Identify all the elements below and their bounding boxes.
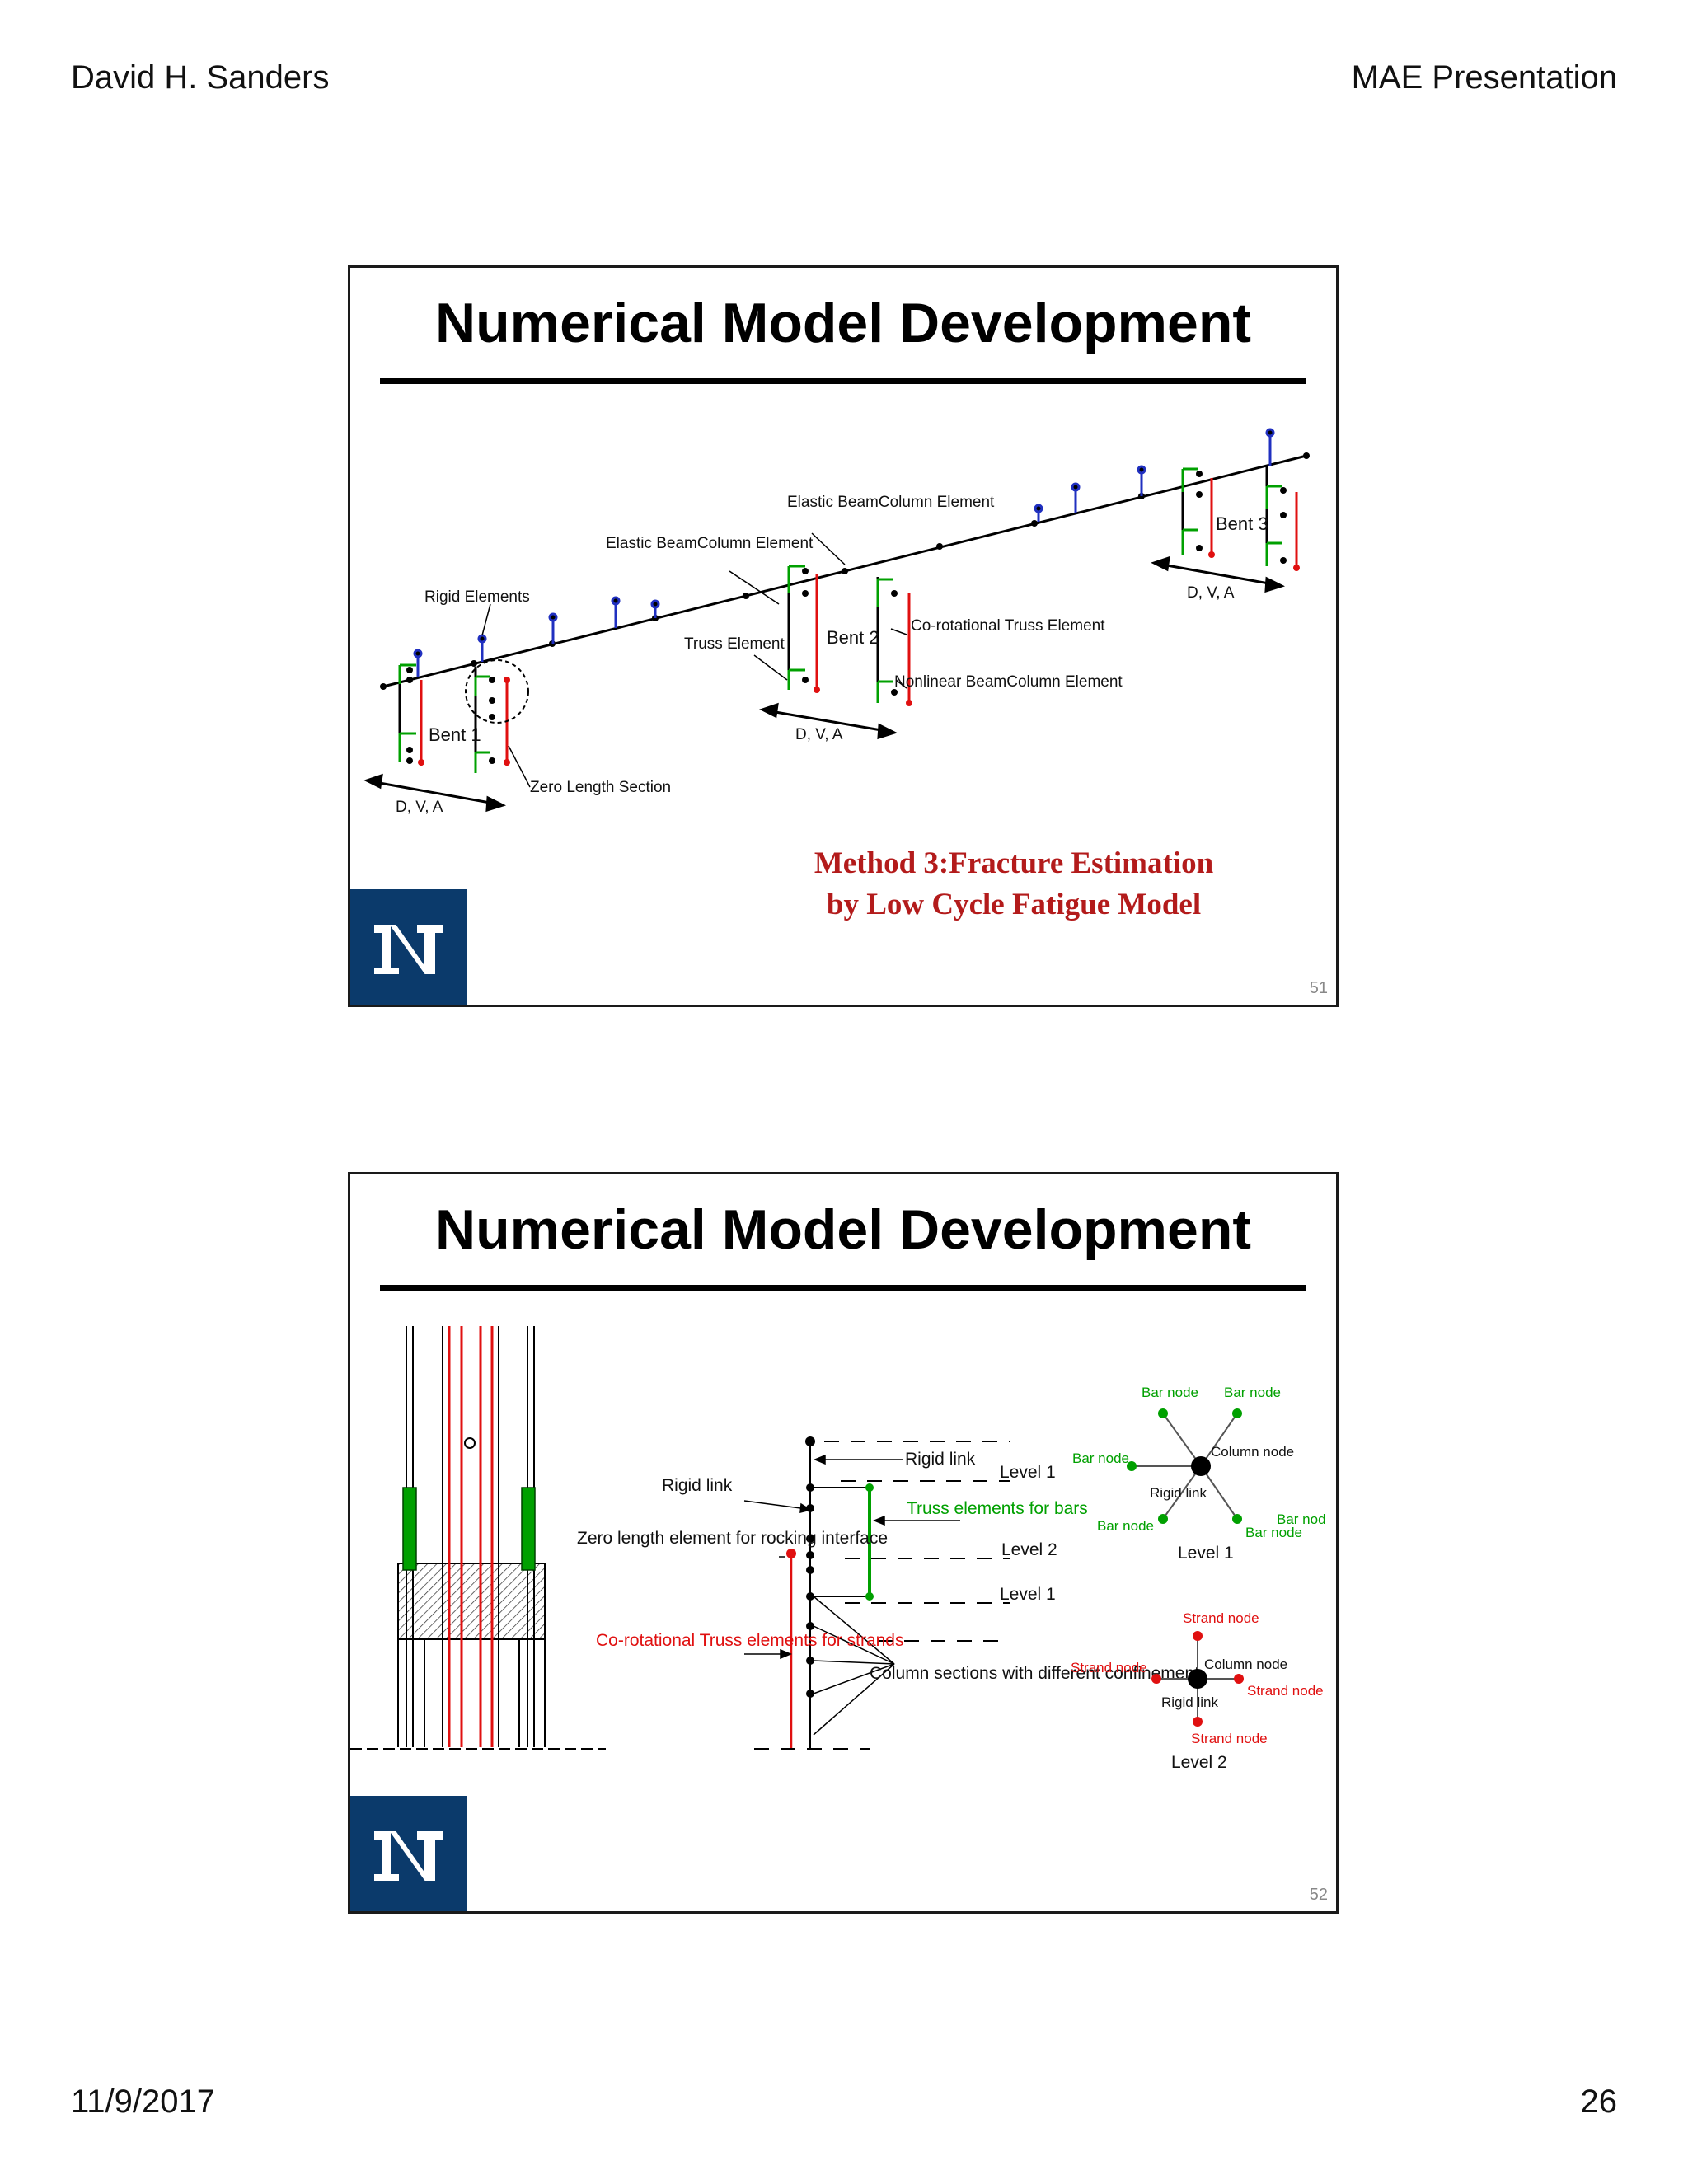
svg-text:Rigid link: Rigid link xyxy=(1150,1485,1207,1501)
footer-page-number: 26 xyxy=(1580,2083,1618,2120)
label-dva-2: D, V, A xyxy=(795,726,843,743)
svg-text:Bar node: Bar node xyxy=(1142,1385,1198,1400)
svg-text:Strand node: Strand node xyxy=(1247,1683,1324,1699)
svg-text:Column sections with different: Column sections with different confineme… xyxy=(870,1664,1199,1683)
column-model-diagram: Rigid link Rigid link Zero length elemen… xyxy=(350,1326,1326,1772)
svg-text:Bar node: Bar node xyxy=(1245,1525,1302,1540)
svg-text:Level 2: Level 2 xyxy=(1001,1540,1057,1559)
svg-text:Level 1: Level 1 xyxy=(1178,1544,1234,1563)
label-truss-element: Truss Element xyxy=(684,635,785,653)
label-bar-node-3: Bar node xyxy=(1072,1451,1129,1466)
label-nonlinear: Nonlinear BeamColumn Element xyxy=(894,673,1123,691)
header-title: MAE Presentation xyxy=(1351,59,1617,96)
university-logo xyxy=(350,889,467,1005)
label-column-node-2: Column node xyxy=(1204,1657,1287,1672)
label-strand-node-4: Strand node xyxy=(1191,1731,1268,1746)
label-strand-node-1: Strand node xyxy=(1183,1610,1259,1626)
svg-text:Bar node: Bar node xyxy=(1224,1385,1281,1400)
svg-text:Rigid link: Rigid link xyxy=(662,1476,733,1495)
svg-text:Rigid Elements: Rigid Elements xyxy=(424,588,530,606)
label-truss-elements: Truss elements for bars xyxy=(907,1499,1088,1518)
label-rigid-link-1: Rigid link xyxy=(1150,1485,1207,1501)
svg-text:Elastic BeamColumn Element: Elastic BeamColumn Element xyxy=(606,535,814,552)
svg-text:Rigid link: Rigid link xyxy=(905,1450,976,1469)
slide-52: Numerical Model Development xyxy=(348,1172,1339,1914)
footer-date: 11/9/2017 xyxy=(71,2083,215,2120)
label-column-node-1: Column node xyxy=(1211,1444,1294,1460)
label-bar-node-2: Bar node xyxy=(1224,1385,1281,1400)
label-rigid-link-2: Rigid link xyxy=(1161,1694,1218,1710)
label-strand-node-2: Strand node xyxy=(1071,1660,1147,1675)
label-column-sections: Column sections with different confineme… xyxy=(870,1664,1199,1683)
svg-text:D, V, A: D, V, A xyxy=(795,726,843,743)
svg-text:Strand node: Strand node xyxy=(1191,1731,1268,1746)
svg-text:Bar node: Bar node xyxy=(1097,1518,1154,1534)
label-dva-3: D, V, A xyxy=(1187,584,1235,602)
svg-text:Level 2: Level 2 xyxy=(1171,1753,1227,1772)
label-strand-node-3: Strand node xyxy=(1247,1683,1324,1699)
label-level1-b: Level 1 xyxy=(1000,1585,1056,1604)
svg-text:Co-rotational Truss Element: Co-rotational Truss Element xyxy=(911,617,1105,635)
slide-title: Numerical Model Development xyxy=(434,1198,1252,1261)
svg-text:Level 1: Level 1 xyxy=(1000,1585,1056,1604)
method-note: Method 3:Fracture Estimation by Low Cycl… xyxy=(814,846,1214,921)
label-bent2: Bent 2 xyxy=(827,627,879,648)
label-level1-a: Level 1 xyxy=(1000,1463,1056,1482)
svg-text:D, V, A: D, V, A xyxy=(1187,584,1235,602)
svg-text:Elastic BeamColumn Element: Elastic BeamColumn Element xyxy=(787,494,995,511)
label-rigid-link-top: Rigid link xyxy=(905,1450,976,1469)
svg-text:Bent 3: Bent 3 xyxy=(1216,513,1268,534)
svg-text:Co-rotational Truss elements f: Co-rotational Truss elements for strands xyxy=(596,1631,904,1650)
title-rule xyxy=(380,378,1306,384)
svg-text:Strand node: Strand node xyxy=(1183,1610,1259,1626)
svg-text:Truss Element: Truss Element xyxy=(684,635,785,653)
university-logo xyxy=(350,1796,467,1911)
label-rigid-link-left: Rigid link xyxy=(662,1476,733,1495)
label-bar-node-5: Bar node xyxy=(1245,1525,1302,1540)
svg-text:D, V, A: D, V, A xyxy=(396,799,443,816)
label-corot-strands: Co-rotational Truss elements for strands xyxy=(596,1631,904,1650)
slide-number: 51 xyxy=(1309,979,1328,997)
svg-text:Strand node: Strand node xyxy=(1071,1660,1147,1675)
svg-text:Bar node: Bar node xyxy=(1072,1451,1129,1466)
label-star-level1: Level 1 xyxy=(1178,1544,1234,1563)
svg-text:Bent 2: Bent 2 xyxy=(827,627,879,648)
label-bar-nod: Bar nod xyxy=(1277,1511,1326,1527)
label-zero-length: Zero Length Section xyxy=(530,779,671,796)
label-star-level2: Level 2 xyxy=(1171,1753,1227,1772)
svg-text:Column node: Column node xyxy=(1204,1657,1287,1672)
title-rule xyxy=(380,1285,1306,1291)
svg-text:Rigid link: Rigid link xyxy=(1161,1694,1218,1710)
n-logo-icon xyxy=(373,1830,445,1882)
label-bent3: Bent 3 xyxy=(1216,513,1268,534)
slide-51: Numerical Model Development xyxy=(348,265,1339,1007)
label-bar-node-4: Bar node xyxy=(1097,1518,1154,1534)
svg-text:Bar nod: Bar nod xyxy=(1277,1511,1326,1527)
label-dva-1: D, V, A xyxy=(396,799,443,816)
label-elastic-2: Elastic BeamColumn Element xyxy=(787,494,995,511)
label-level2: Level 2 xyxy=(1001,1540,1057,1559)
n-logo-icon xyxy=(373,923,445,976)
svg-text:Column node: Column node xyxy=(1211,1444,1294,1460)
slide-number: 52 xyxy=(1309,1886,1328,1904)
header-author: David H. Sanders xyxy=(71,59,330,96)
bridge-model-diagram: Elastic BeamColumn Element Elastic BeamC… xyxy=(363,428,1310,816)
slide-title: Numerical Model Development xyxy=(434,292,1252,354)
label-bent1: Bent 1 xyxy=(429,724,481,745)
label-zero-length: Zero length element for rocking interfac… xyxy=(577,1529,888,1548)
label-bar-node-1: Bar node xyxy=(1142,1385,1198,1400)
svg-text:Zero Length Section: Zero Length Section xyxy=(530,779,671,796)
svg-text:Level 1: Level 1 xyxy=(1000,1463,1056,1482)
svg-text:Zero length element for rockin: Zero length element for rocking interfac… xyxy=(577,1529,888,1548)
svg-text:Nonlinear BeamColumn Element: Nonlinear BeamColumn Element xyxy=(894,673,1123,691)
svg-text:Bent 1: Bent 1 xyxy=(429,724,481,745)
svg-text:Truss elements for bars: Truss elements for bars xyxy=(907,1499,1088,1518)
label-corot-truss: Co-rotational Truss Element xyxy=(911,617,1105,635)
label-rigid-elements: Rigid Elements xyxy=(424,588,530,606)
label-elastic-1: Elastic BeamColumn Element xyxy=(606,535,814,552)
